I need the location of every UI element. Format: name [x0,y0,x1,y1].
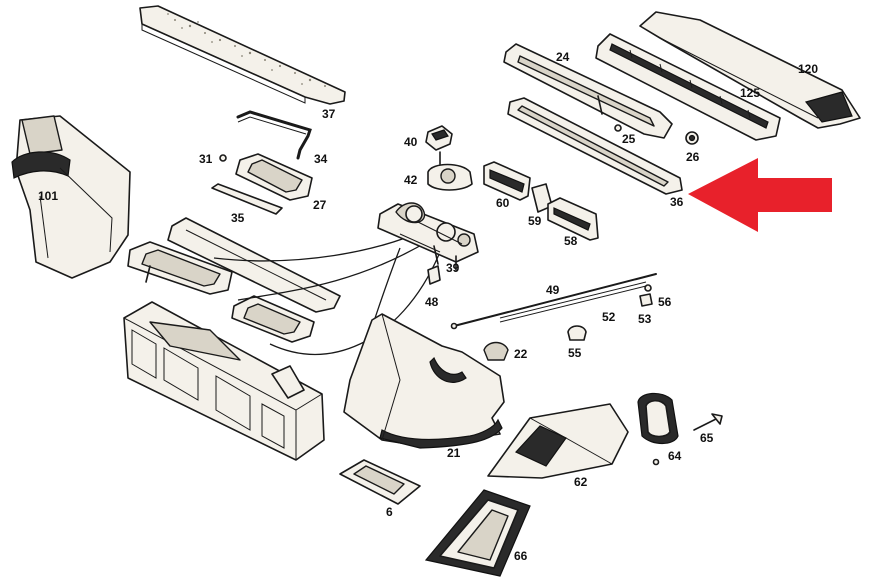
lower-storage-box [123,301,325,461]
callout-31: 31 [199,152,213,166]
part-55-knob [567,325,587,341]
part-48-clip [427,265,441,285]
callout-6: 6 [386,505,393,519]
callout-21: 21 [447,446,461,460]
callout-125: 125 [740,86,760,100]
part-21-center-duct [343,313,505,449]
callout-120: 120 [798,62,818,76]
callout-42: 42 [404,173,418,187]
callout-36: 36 [670,195,684,209]
part-52-rod-sleeve [499,281,647,323]
part-49-rod [453,273,657,327]
part-22-cap [483,341,509,361]
callout-65: 65 [700,431,714,445]
callout-35: 35 [231,211,245,225]
part-34-bent-rod [236,110,312,160]
part-6-gasket [339,459,421,505]
part-31-screw [219,154,227,162]
part-53-clip [639,293,653,307]
part-26-grommet [685,131,699,145]
callout-27: 27 [313,198,327,212]
callout-58: 58 [564,234,578,248]
part-60-vent-panel [483,161,531,201]
part-36-seal-frame [507,97,683,195]
vent-center [231,295,315,343]
callout-55: 55 [568,346,582,360]
callout-64: 64 [668,449,682,463]
callout-48: 48 [425,295,439,309]
part-25-screw [614,124,622,132]
callout-62: 62 [574,475,588,489]
callout-53: 53 [638,312,652,326]
part-37-top-panel [139,5,346,105]
callout-52: 52 [602,310,616,324]
callout-24: 24 [556,50,570,64]
part-120-dash-cover [639,11,861,129]
callout-56: 56 [658,295,672,309]
callout-39: 39 [446,261,460,275]
part-56-fitting [644,284,652,292]
part-65-pin [693,413,723,431]
callout-26: 26 [686,150,700,164]
callout-59: 59 [528,214,542,228]
callout-40: 40 [404,135,418,149]
part-66-trim-frame [424,489,531,577]
vent-housing-left [127,241,233,295]
part-39-control-frame [377,202,479,271]
part-42-rotary-unit [427,151,473,191]
callout-101: 101 [38,189,58,203]
part-101-air-duct [11,115,131,279]
callout-49: 49 [546,283,560,297]
highlight-arrow-icon [688,158,832,232]
part-62-duct-outlet [487,403,629,479]
part-24-vent-trim [503,43,673,139]
callout-60: 60 [496,196,510,210]
part-35-strip [211,183,283,215]
callout-37: 37 [322,107,336,121]
control-cables [213,231,441,356]
callout-34: 34 [314,152,328,166]
part-40-switch [425,125,453,151]
part-64-seal-ring [637,392,679,466]
callout-66: 66 [514,549,528,563]
callout-25: 25 [622,132,636,146]
part-58-vent [547,197,599,241]
part-125-grille-bar [595,33,781,141]
callout-22: 22 [514,347,528,361]
part-27-bracket [235,153,313,201]
